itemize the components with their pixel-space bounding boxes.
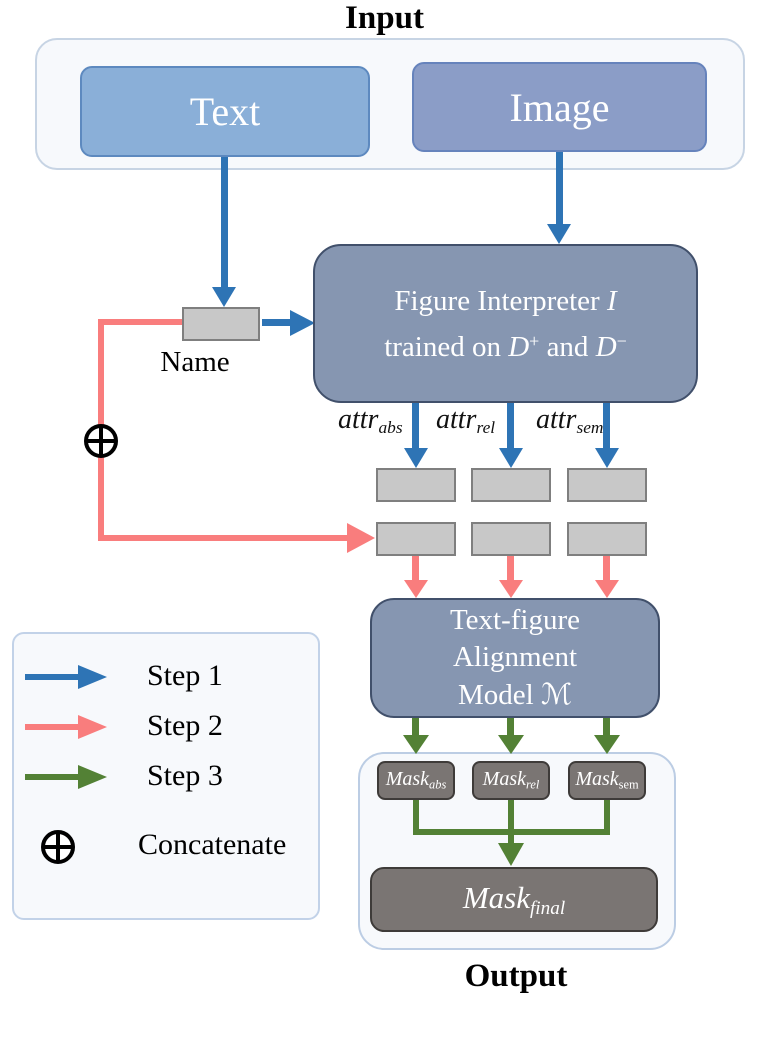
mask-sem-box: Masksem bbox=[568, 761, 646, 800]
arrow-segment bbox=[98, 535, 347, 541]
arrow-segment bbox=[508, 829, 514, 843]
arrow-head bbox=[404, 448, 428, 468]
arrow-head bbox=[499, 448, 523, 468]
arrow-head bbox=[547, 224, 571, 244]
legend-step2-label: Step 2 bbox=[147, 709, 223, 742]
mask-final-label: Maskfinal bbox=[462, 879, 566, 919]
interpreter-line-1: Figure Interpreter I bbox=[394, 284, 617, 317]
attr-sem-label: attrsem bbox=[536, 404, 604, 438]
step2-arrow-head-icon bbox=[78, 715, 107, 739]
arrow-shaft bbox=[507, 718, 514, 735]
mask-rel-box: Maskrel bbox=[472, 761, 550, 800]
arrow-head bbox=[498, 843, 524, 866]
arrow-segment bbox=[604, 795, 610, 832]
mask-rel-label: Maskrel bbox=[482, 768, 540, 792]
mask-sem-label: Masksem bbox=[575, 768, 639, 792]
arrow-shaft bbox=[262, 319, 290, 326]
attr-embedding-box-3 bbox=[567, 468, 647, 502]
step3-arrow-icon bbox=[25, 774, 78, 780]
output-title: Output bbox=[464, 958, 568, 994]
text-input-box: Text bbox=[80, 66, 370, 157]
arrow-head bbox=[290, 310, 315, 336]
arrow-shaft bbox=[603, 718, 610, 735]
image-box-label: Image bbox=[509, 84, 610, 130]
arrow-head bbox=[403, 735, 429, 754]
legend-step1-label: Step 1 bbox=[147, 659, 223, 692]
concatenate-icon bbox=[84, 424, 118, 458]
alignment-line-1: Text-figure bbox=[449, 604, 581, 636]
arrow-head bbox=[498, 735, 524, 754]
legend-concatenate-label: Concatenate bbox=[138, 828, 287, 861]
arrow-head bbox=[594, 735, 620, 754]
input-title: Input bbox=[345, 0, 424, 36]
attr-abs-label: attrabs bbox=[338, 404, 403, 438]
arrow-segment bbox=[98, 319, 183, 325]
alignment-line-3: Model ℳ bbox=[458, 677, 572, 711]
arrow-shaft bbox=[412, 718, 419, 735]
arrow-shaft bbox=[221, 157, 228, 287]
interpreter-line-2: trained on D+ and D− bbox=[384, 330, 627, 363]
concat-embedding-box-1 bbox=[376, 522, 456, 556]
arrow-shaft bbox=[603, 403, 610, 448]
mask-final-box: Maskfinal bbox=[370, 867, 658, 932]
alignment-line-2: Alignment bbox=[452, 641, 578, 673]
step3-arrow-head-icon bbox=[78, 765, 107, 789]
concatenate-legend-icon bbox=[41, 830, 75, 864]
attr-rel-label: attrrel bbox=[436, 404, 496, 438]
arrow-shaft bbox=[556, 152, 563, 224]
concat-embedding-box-2 bbox=[471, 522, 551, 556]
arrow-shaft bbox=[412, 403, 419, 448]
legend-step3-label: Step 3 bbox=[147, 759, 223, 792]
step2-arrow-icon bbox=[25, 724, 78, 730]
arrow-shaft bbox=[507, 556, 514, 580]
attr-embedding-box-2 bbox=[471, 468, 551, 502]
mask-abs-box: Maskabs bbox=[377, 761, 455, 800]
step1-arrow-head-icon bbox=[78, 665, 107, 689]
image-input-box: Image bbox=[412, 62, 707, 152]
arrow-segment bbox=[413, 795, 419, 832]
arrow-head bbox=[499, 580, 523, 598]
arrow-head bbox=[347, 523, 375, 553]
figure-interpreter-box: Figure Interpreter I trained on D+ and D… bbox=[313, 244, 698, 403]
name-node-label: Name bbox=[160, 346, 230, 378]
text-box-label: Text bbox=[189, 89, 261, 134]
attr-embedding-box-1 bbox=[376, 468, 456, 502]
arrow-head bbox=[595, 580, 619, 598]
concat-embedding-box-3 bbox=[567, 522, 647, 556]
alignment-model-box: Text-figure Alignment Model ℳ bbox=[370, 598, 660, 718]
arrow-head bbox=[212, 287, 236, 307]
arrow-shaft bbox=[507, 403, 514, 448]
arrow-head bbox=[404, 580, 428, 598]
step1-arrow-icon bbox=[25, 674, 78, 680]
arrow-segment bbox=[508, 795, 514, 832]
arrow-shaft bbox=[603, 556, 610, 580]
mask-abs-label: Maskabs bbox=[385, 768, 447, 792]
arrow-head bbox=[595, 448, 619, 468]
name-node-box bbox=[182, 307, 260, 341]
arrow-shaft bbox=[412, 556, 419, 580]
